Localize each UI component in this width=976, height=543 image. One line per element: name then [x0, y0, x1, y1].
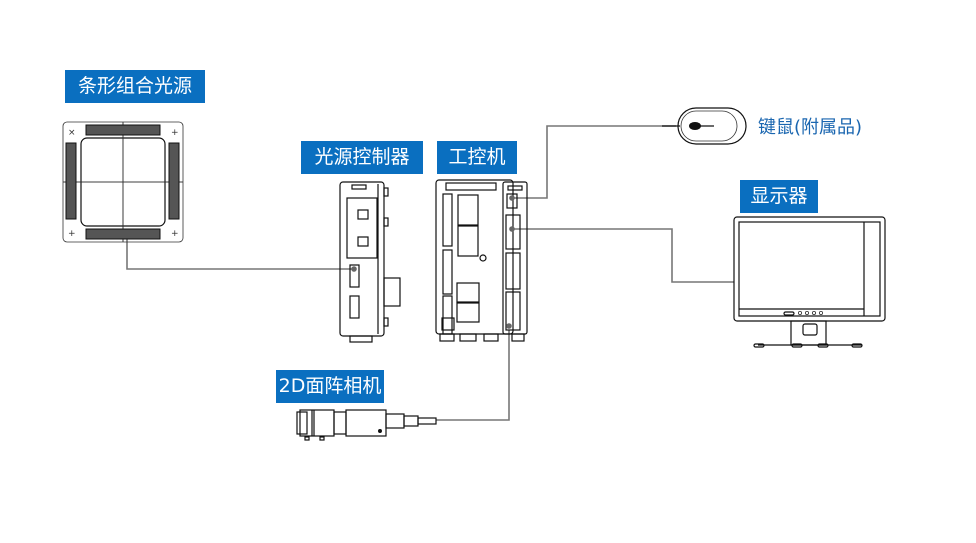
label-monitor: 显示器	[740, 180, 818, 213]
camera-icon	[296, 409, 437, 441]
label-light-controller: 光源控制器	[301, 141, 423, 174]
svg-text:+: +	[171, 128, 179, 138]
label-ipc: 工控机	[437, 141, 517, 174]
square-bar-light-icon: × + + +	[62, 121, 184, 243]
svg-text:×: ×	[68, 128, 76, 138]
monitor-icon	[733, 216, 886, 348]
mouse-icon	[662, 107, 747, 145]
wire-ipc-to-monitor	[512, 228, 734, 283]
label-bar-light: 条形组合光源	[65, 70, 205, 103]
wire-light-to-controller	[126, 238, 354, 270]
svg-text:+: +	[171, 229, 179, 239]
industrial-pc-icon	[435, 179, 528, 342]
light-controller-icon	[339, 181, 401, 343]
wires	[126, 125, 734, 421]
label-keyboard-mouse: 键鼠(附属品)	[758, 117, 863, 138]
label-area-camera: 2D面阵相机	[276, 370, 384, 403]
svg-text:+: +	[68, 229, 76, 239]
wire-ipc-to-mouse	[512, 125, 676, 199]
wire-ipc-to-camera	[436, 330, 510, 421]
